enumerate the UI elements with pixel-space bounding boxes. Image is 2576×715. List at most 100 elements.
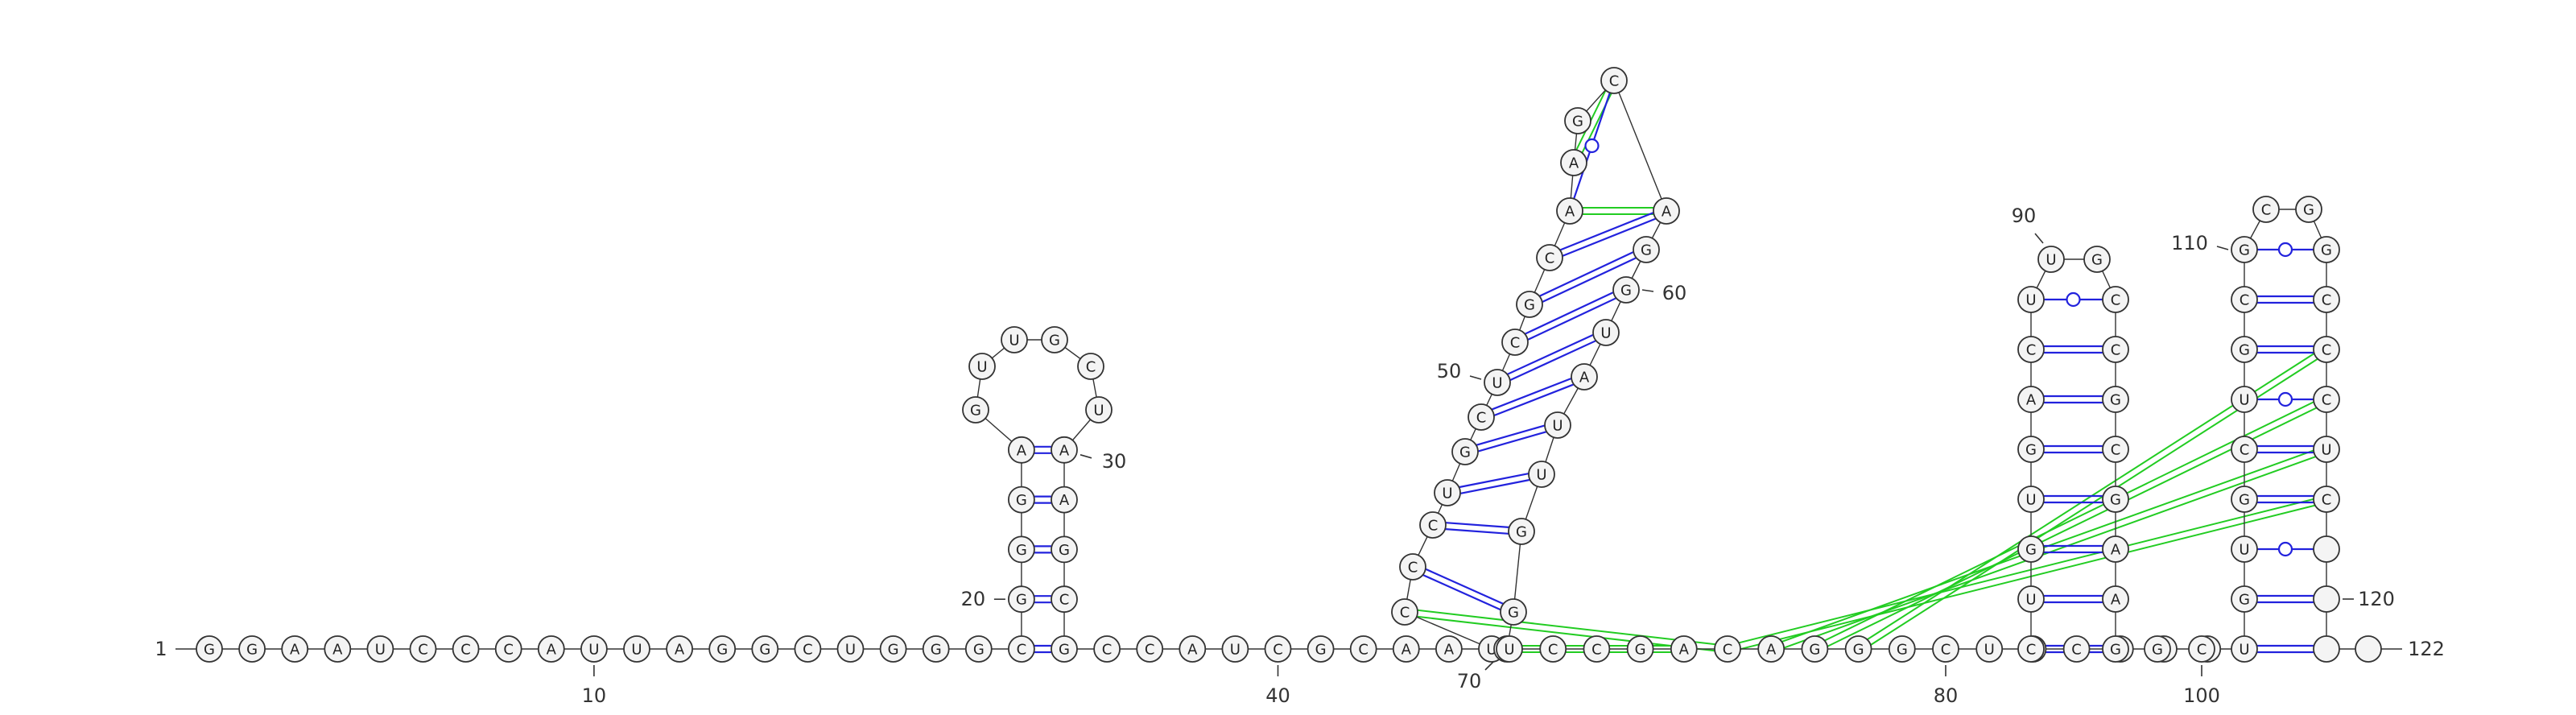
nucleotide-circle	[2102, 386, 2129, 413]
nucleotide-letter: G	[2110, 492, 2121, 509]
nucleotide-circle	[1516, 291, 1543, 318]
nucleotide-circle	[1008, 436, 1035, 464]
nucleotide-letter: C	[1941, 642, 1951, 659]
position-label-110: 110	[2171, 232, 2208, 254]
nucleotide-circle	[1264, 635, 1292, 663]
nucleotide-letter: U	[1230, 642, 1241, 659]
nucleotide: G	[922, 635, 950, 663]
nucleotide-letter: U	[1600, 325, 1611, 342]
nucleotide: G	[2017, 436, 2045, 463]
nucleotide-circle	[1496, 635, 1523, 663]
nucleotide: A	[1051, 486, 1078, 514]
nucleotide-letter: G	[1016, 492, 1027, 509]
nucleotide: G	[1801, 635, 1829, 663]
nucleotide-letter: A	[1569, 155, 1579, 172]
base-pair-dot	[2277, 391, 2293, 407]
nucleotide-letter: A	[290, 642, 300, 659]
nucleotide: A	[1560, 149, 1587, 176]
nucleotide: U	[1434, 479, 1461, 506]
base-pair	[1527, 297, 1616, 341]
nucleotide-circle	[1008, 486, 1035, 514]
nucleotide-circle	[1633, 236, 1660, 263]
nucleotide-circle	[1508, 518, 1535, 545]
nucleotide-letter: G	[716, 642, 728, 659]
nucleotide-circle	[281, 635, 309, 663]
nucleotide: U	[2017, 286, 2045, 313]
nucleotide: C	[1583, 635, 1611, 663]
nucleotide-circle	[1349, 635, 1377, 663]
nucleotide-circle	[2313, 286, 2340, 313]
nucleotide: G	[964, 635, 993, 663]
nucleotide-circle	[2083, 246, 2111, 273]
nucleotide-circle	[1435, 635, 1463, 663]
base-pair-b	[1425, 568, 1504, 605]
base-pair-b	[1539, 251, 1634, 297]
position-label-40: 40	[1265, 684, 1290, 707]
nucleotide-letter: A	[1579, 370, 1590, 386]
nucleotide-letter: U	[2025, 292, 2036, 309]
nucleotide-letter: G	[1641, 242, 1652, 259]
nucleotide-letter: G	[1049, 333, 1060, 349]
nucleotide-circle	[2313, 486, 2340, 513]
nucleotide-letter: U	[845, 642, 856, 659]
nucleotide-circle	[1888, 635, 1916, 663]
tertiary-link	[1575, 81, 1618, 165]
nucleotide-circle	[1391, 598, 1418, 626]
nucleotide: A	[1008, 436, 1035, 464]
nucleotide: G	[1051, 635, 1078, 663]
nucleotide-circle	[1093, 635, 1121, 663]
nucleotide-letter: G	[2321, 242, 2332, 259]
position-label-60: 60	[1662, 282, 1687, 304]
nucleotide-letter: C	[1545, 250, 1555, 267]
nucleotide-letter: G	[973, 642, 985, 659]
nucleotide: U	[2231, 535, 2258, 563]
nucleotide-circle	[1626, 635, 1654, 663]
nucleotide-letter: G	[1572, 114, 1583, 130]
nucleotide: A	[1571, 363, 1598, 391]
nucleotide: U	[2017, 486, 2045, 513]
nucleotide: G	[2144, 635, 2171, 663]
nucleotide-circle	[2231, 535, 2258, 563]
nucleotide: C	[2252, 196, 2280, 223]
nucleotide: G	[2231, 486, 2258, 513]
nucleotide: A	[1392, 635, 1420, 663]
nucleotide-circle	[2231, 585, 2258, 613]
nucleotide-letter: C	[1145, 642, 1155, 659]
nucleotide-circle	[1536, 244, 1563, 271]
nucleotide: G	[1008, 535, 1035, 564]
sequence-start-label: 1	[155, 638, 167, 660]
nucleotide-letter: A	[1059, 442, 1070, 459]
nucleotide: A	[2017, 386, 2045, 413]
nucleotide-letter: G	[970, 403, 981, 419]
nucleotide: U	[836, 635, 865, 663]
nucleotide: C	[2313, 286, 2340, 313]
tertiary-link	[1728, 501, 2328, 653]
nucleotide-letter: G	[2110, 392, 2121, 409]
nucleotide-letter: A	[2111, 592, 2121, 609]
nucleotide-letter: A	[1662, 204, 1672, 221]
nucleotide: U	[1496, 635, 1523, 663]
nucleotide-letter: A	[675, 642, 685, 659]
nucleotide-letter: G	[2303, 202, 2314, 219]
nucleotide: C	[1391, 598, 1418, 626]
nucleotide-circle	[1612, 276, 1640, 304]
nucleotide-circle	[1008, 635, 1035, 663]
nucleotide-circle	[836, 635, 865, 663]
nucleotide-letter: U	[588, 642, 599, 659]
nucleotide: G	[2231, 236, 2258, 263]
nucleotide-circle	[2102, 585, 2129, 613]
nucleotide-circle	[2231, 236, 2258, 263]
nucleotide-letter: U	[1009, 333, 1019, 349]
base-pair-dot	[2066, 291, 2081, 308]
nucleotide-circle	[2017, 535, 2045, 563]
nucleotide-circle	[1975, 635, 2004, 663]
nucleotide: G	[879, 635, 907, 663]
nucleotide-letter: C	[2026, 642, 2037, 659]
nucleotide: C	[2313, 386, 2340, 413]
nucleotide-circle	[1544, 411, 1571, 439]
nucleotide-letter: U	[1492, 375, 1502, 392]
nucleotide: C	[1501, 329, 1529, 356]
nucleotide: C	[452, 635, 480, 663]
nucleotide-circle	[2313, 386, 2340, 413]
nucleotide-circle	[2102, 635, 2129, 663]
